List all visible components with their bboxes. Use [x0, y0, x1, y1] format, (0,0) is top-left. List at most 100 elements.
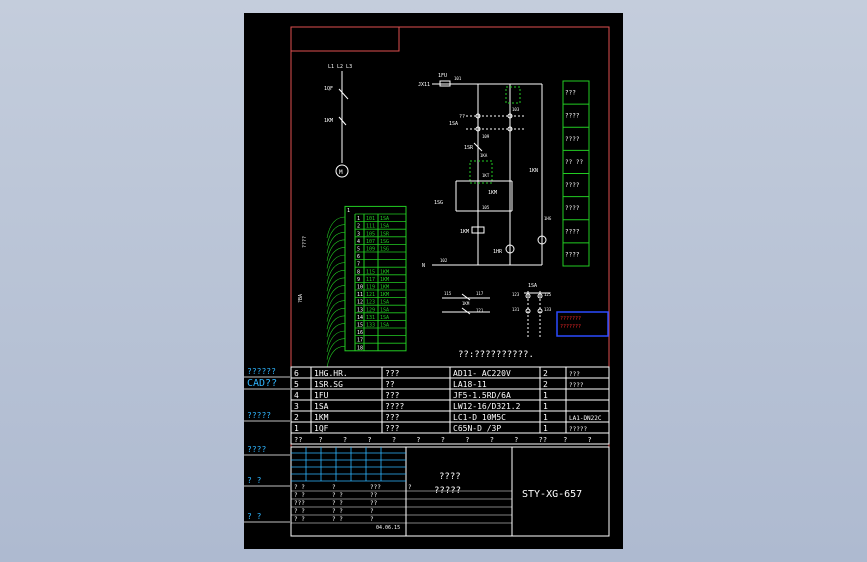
bom-header-cell: ?? [539, 436, 547, 444]
terminal-index: 4 [357, 239, 360, 245]
bom-cell: LW12-16/D321.2 [453, 402, 521, 411]
terminal-device: 1SA [380, 315, 389, 321]
title-mini-cell: ? ? [332, 500, 343, 507]
bom-cell: 1FU [314, 391, 329, 400]
sg-label: 1SG [434, 200, 443, 206]
bom-header-cell: ? [416, 436, 420, 444]
bom-header-cell: ? [490, 436, 494, 444]
terminal-wire: 109 [366, 247, 375, 253]
terminal-wire: 131 [366, 315, 375, 321]
left-label: CAD?? [247, 378, 277, 389]
terminal-side-label-2: ?BA [298, 294, 304, 303]
legend-item: ???? [565, 113, 580, 120]
terminal-index: 3 [357, 231, 360, 237]
terminal-wire-curve [326, 239, 346, 261]
title-mini-cell: ??? [370, 484, 381, 491]
terminal-device: 1SA [380, 216, 389, 222]
qf-label: 1QF [324, 86, 333, 92]
bom-header-cell: ? [392, 436, 396, 444]
bom-cell: ???? [385, 402, 404, 411]
drawing-date: 04.06.15 [376, 525, 400, 531]
red-box-line-2: ??????? [560, 324, 581, 330]
title-mini-cell: ? ? [332, 492, 343, 499]
terminal-header: 1 [347, 208, 350, 214]
terminal-wire: 129 [366, 307, 375, 313]
bom-cell: 2 [543, 369, 548, 378]
right-node-c: 131 [512, 307, 520, 312]
terminal-wire: 133 [366, 323, 375, 329]
kt-dashed-box [469, 160, 493, 184]
sr-label: 1SR [464, 145, 474, 151]
bom-cell: 4 [294, 391, 299, 400]
n-label: N [422, 263, 425, 269]
motor-symbol [335, 164, 349, 178]
bom-cell: 1KM [314, 413, 329, 422]
schematic-drawing: L1 L2 L3 1QF 1KM M JX11 1FU 101 103 ?? 1… [244, 26, 610, 537]
legend-item: ???? [565, 136, 580, 143]
drawing-number: STY-XG-657 [522, 489, 582, 500]
bom-cell: 1 [543, 424, 548, 433]
bom-cell: LA18-11 [453, 380, 487, 389]
sa-label: 1SA [449, 121, 458, 127]
drawing-sheet: L1 L2 L3 1QF 1KM M JX11 1FU 101 103 ?? 1… [244, 13, 623, 549]
title-mini-cell: ? ? [294, 492, 305, 499]
bom-cell: 1SA [314, 402, 329, 411]
motor-label: M [339, 169, 343, 176]
hg-label: 1HG [544, 216, 552, 221]
terminal-wire-curve [326, 292, 346, 315]
terminal-wire: 115 [366, 269, 375, 275]
terminal-wire-curve [326, 323, 346, 345]
terminal-side-label: ???? [302, 236, 308, 248]
km-coil [471, 226, 485, 234]
terminal-wire: 121 [366, 292, 375, 298]
legend-item: ???? [565, 182, 580, 189]
title-mini-cell: ? [332, 484, 336, 491]
right-node-a: 123 [512, 292, 520, 297]
left-margin-labels: ??????CAD???????????? ?? ? [244, 367, 290, 523]
bom-cell: 2 [294, 413, 299, 422]
bom-header-cell: ? [588, 436, 592, 444]
bom-cell: 1QF [314, 424, 329, 433]
left-label: ? ? [247, 476, 262, 485]
terminal-wire-curve [326, 247, 346, 269]
bom-header-cell: ? [343, 436, 347, 444]
terminal-device: 1SA [380, 300, 389, 306]
bom-cell: 1HG.HR. [314, 369, 348, 378]
terminal-device: 1KM [380, 285, 389, 291]
terminal-wire-curve [326, 231, 346, 254]
terminal-wire-curve [326, 338, 346, 360]
terminal-index: 5 [357, 247, 360, 253]
terminal-wire-curve [326, 345, 346, 368]
terminal-wire-curve [326, 254, 346, 277]
title-mini-cell: ?? [370, 492, 378, 499]
bom-cell: ???? [569, 382, 584, 389]
terminal-wire: 117 [366, 277, 375, 283]
terminal-wire-curve [326, 315, 346, 337]
terminal-wire: 107 [366, 239, 375, 245]
bom-cell: ??? [385, 413, 400, 422]
terminal-wire: 105 [366, 231, 375, 237]
terminal-device: 1SA [380, 307, 389, 313]
terminal-index: 9 [357, 277, 360, 283]
left-label: ???? [247, 445, 266, 454]
fuse-label: 1FU [438, 73, 447, 79]
terminal-index: 15 [357, 323, 363, 329]
terminal-index: 8 [357, 269, 360, 275]
control-circuit: JX11 1FU 101 103 ?? 1SA 109 1SR 1KA 1KT … [418, 73, 552, 338]
bom-cell: 5 [294, 380, 299, 389]
supply-label: JX11 [418, 82, 430, 88]
km-contact-label: 1KM [488, 190, 497, 196]
km-coil-label: 1KM [460, 229, 469, 235]
terminal-wire: 123 [366, 300, 375, 306]
bom-cell: 1 [294, 424, 299, 433]
fuse-symbol [439, 80, 451, 87]
bom-cell: ????? [569, 426, 587, 433]
bom-header-cell: ? [318, 436, 322, 444]
terminal-index: 13 [357, 307, 363, 313]
bottom-node-b: 117 [476, 291, 484, 296]
legend-item: ?? ?? [565, 159, 583, 166]
red-annotation-box: ??????? ??????? [556, 311, 609, 337]
bom-cell: ??? [569, 371, 580, 378]
terminal-device: 1KM [380, 269, 389, 275]
